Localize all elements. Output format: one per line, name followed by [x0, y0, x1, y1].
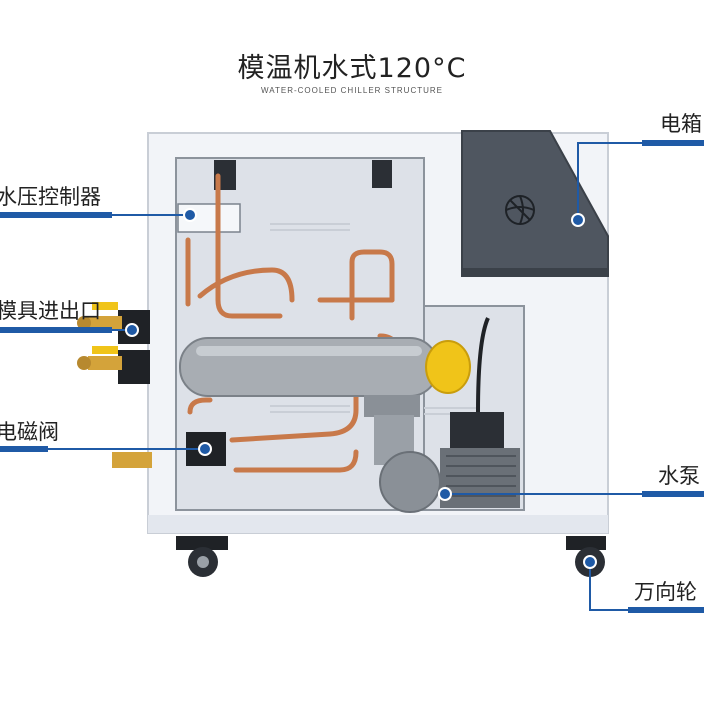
page-subtitle: WATER-COOLED CHILLER STRUCTURE — [260, 86, 443, 95]
tank-highlight — [196, 346, 422, 356]
top-sensor-right — [372, 160, 392, 188]
dot-pressure — [183, 208, 197, 222]
fan-icon — [505, 195, 535, 225]
dot-electric — [571, 213, 585, 227]
label-water-pressure-controller: 水压控制器 — [0, 185, 101, 209]
dot-pump — [438, 487, 452, 501]
cabinet-base — [148, 515, 608, 533]
label-electric-box: 电箱 — [660, 112, 702, 136]
page-title: 模温机水式120°C — [237, 53, 467, 84]
dot-mold — [125, 323, 139, 337]
dot-solenoid — [198, 442, 212, 456]
label-water-pump: 水泵 — [658, 464, 700, 488]
label-bars — [0, 140, 704, 613]
label-mold-inlet-outlet: 模具进出口 — [0, 299, 101, 323]
electric-panel — [461, 130, 609, 277]
caster-left — [176, 536, 228, 577]
tank-yellow-cap — [425, 340, 471, 394]
pump-assembly — [364, 317, 520, 513]
solenoid-fitting — [112, 452, 152, 468]
mold-valves — [77, 302, 150, 384]
label-solenoid-valve: 电磁阀 — [0, 420, 59, 444]
callout-dots — [125, 208, 597, 569]
dot-caster — [583, 555, 597, 569]
label-caster-wheel: 万向轮 — [634, 580, 697, 604]
panel-bottom — [462, 268, 608, 276]
copper-pipes — [185, 173, 403, 473]
